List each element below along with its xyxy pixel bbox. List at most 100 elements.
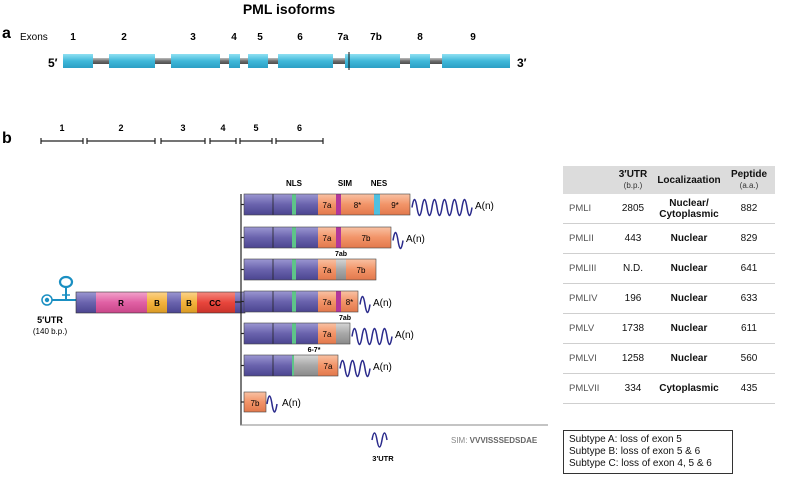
utr3-wave: [266, 395, 278, 413]
exon-segment: [336, 227, 341, 248]
exon-segment: [346, 259, 376, 280]
nls-motif: [292, 194, 296, 215]
segment-label: 8*: [354, 201, 362, 210]
utr3-wave: [392, 231, 404, 250]
header-utr: 3′UTR (b.p.): [611, 166, 655, 194]
isoform-cell: PMLV: [563, 313, 611, 344]
peptide-cell: 641: [723, 253, 775, 284]
peptide-cell: 633: [723, 283, 775, 314]
exon-segment: [294, 355, 318, 376]
isoform-cell: PMLIV: [563, 283, 611, 314]
header-localization: Localizaation: [657, 174, 721, 186]
segment-tag: 6-7*: [308, 347, 321, 354]
nls-motif: [292, 227, 296, 248]
localization-cell: Cytoplasmic: [655, 373, 723, 404]
ruler-number: 1: [59, 123, 64, 133]
localization-cell: Nuclear: [655, 253, 723, 284]
localization-cell: Nuclear/ Cytoplasmic: [655, 194, 723, 224]
isoform-cell: PMLIII: [563, 253, 611, 284]
peptide-cell: 435: [723, 373, 775, 404]
exon-number: 4: [231, 32, 237, 43]
five-prime-label: 5′: [48, 56, 58, 70]
isoform-table: 3′UTR (b.p.) Localizaation Peptide (a.a.…: [563, 166, 775, 404]
localization-cell: Nuclear: [655, 343, 723, 374]
isoform-outline: [243, 226, 392, 249]
exon-segment: [318, 194, 336, 215]
exon-segment: [318, 291, 336, 312]
nls-motif: [292, 323, 296, 344]
subtype-legend: Subtype A: loss of exon 5 Subtype B: los…: [563, 430, 733, 474]
exon-number: 7a: [337, 32, 349, 43]
exons-label: Exons: [20, 32, 48, 43]
domain-segment: [197, 292, 235, 313]
polyA-label: A(n): [406, 234, 425, 245]
nes-label: NES: [371, 179, 388, 188]
exon-number: 7b: [370, 32, 382, 43]
domain-label: CC: [209, 299, 221, 308]
panel-b-label: b: [2, 130, 12, 147]
utr-cell: 1738: [611, 313, 655, 344]
peptide-cell: 611: [723, 313, 775, 344]
nls-label: NLS: [286, 179, 303, 188]
nls-motif: [292, 259, 296, 280]
localization-cell: Nuclear: [655, 313, 723, 344]
exon-block: [442, 54, 510, 68]
utr-cell: 334: [611, 373, 655, 404]
segment-label: 7b: [357, 266, 366, 275]
peptide-cell: 560: [723, 343, 775, 374]
exon-block: [248, 54, 268, 68]
utr-cell: 196: [611, 283, 655, 314]
ruler-number: 4: [220, 123, 225, 133]
isoform-cell: PMLII: [563, 223, 611, 254]
exon-number: 5: [257, 32, 263, 43]
isoform-properties-table: 3′UTR (b.p.) Localizaation Peptide (a.a.…: [563, 166, 775, 404]
domain-label: B: [186, 299, 192, 308]
peptide-cell: 882: [723, 194, 775, 224]
common-exons: [244, 194, 318, 215]
header-isoform: [563, 166, 611, 194]
figure-title: PML isoforms: [243, 1, 336, 17]
exon-segment: [380, 194, 410, 215]
exon-number: 8: [417, 32, 423, 43]
panel-a-label: a: [2, 25, 11, 42]
utr3-legend-wave: [371, 432, 388, 448]
header-peptide-label: Peptide: [730, 169, 768, 180]
polyA-label: A(n): [282, 398, 301, 409]
exon-number: 6: [297, 32, 303, 43]
domain-segment: [181, 292, 197, 313]
exon-block: [410, 54, 430, 68]
exon-segment: [243, 391, 267, 413]
segment-tag: 7ab: [335, 251, 347, 258]
exon-segment: [336, 194, 341, 215]
segment-label: 8*: [346, 298, 354, 307]
nls-motif: [292, 291, 296, 312]
segment-label: 7a: [323, 330, 332, 339]
exon-segment: [374, 194, 380, 215]
exon-block: [171, 54, 220, 68]
exon-number: 9: [470, 32, 476, 43]
segment-label: 9*: [391, 201, 399, 210]
isoform-outline: [243, 322, 351, 345]
domain-label: B: [154, 299, 160, 308]
common-exons: [244, 227, 318, 248]
common-exons: [244, 259, 318, 280]
isoform-outline: [243, 354, 339, 377]
polyA-label: A(n): [395, 330, 414, 341]
exon-number: 2: [121, 32, 127, 43]
isoform-outline: [243, 193, 411, 216]
domain-segment: [147, 292, 167, 313]
ruler-number: 2: [118, 123, 123, 133]
isoform-outline: [243, 290, 359, 313]
isoform-cell: PMLVI: [563, 343, 611, 374]
exon-segment: [336, 323, 350, 344]
utr3-wave: [339, 359, 371, 378]
exon-number: 3: [190, 32, 196, 43]
sim-label: SIM: [338, 179, 353, 188]
